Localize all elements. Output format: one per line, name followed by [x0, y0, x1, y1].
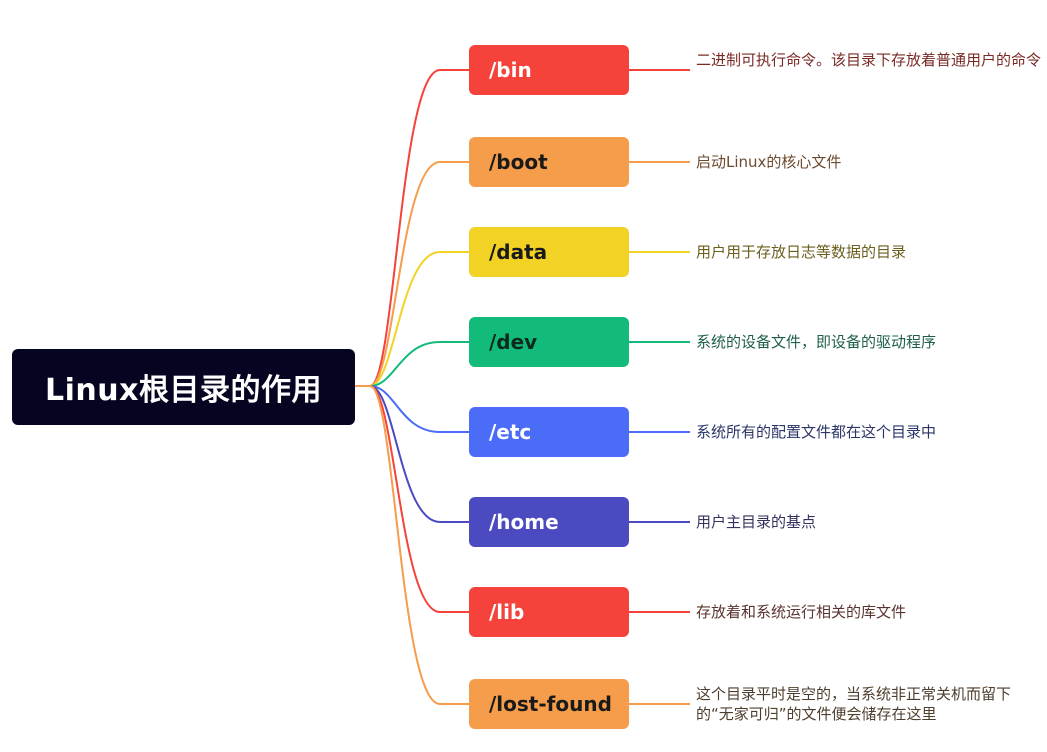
branch-node[interactable]: /etc — [469, 407, 629, 457]
branch-node[interactable]: /dev — [469, 317, 629, 367]
branch-label: /dev — [489, 330, 538, 354]
branch-label: /etc — [489, 420, 532, 444]
branch-description: 用户主目录的基点 — [696, 513, 817, 531]
branch-description: 系统的设备文件，即设备的驱动程序 — [696, 333, 937, 351]
branch-description: 启动Linux的核心文件 — [696, 153, 842, 171]
branch-description: 这个目录平时是空的，当系统非正常关机而留下的“无家可归”的文件便会储存在这里 — [696, 685, 1012, 723]
branch-node[interactable]: /lost-found — [469, 679, 629, 729]
branch-description: 存放着和系统运行相关的库文件 — [696, 603, 907, 621]
branch-label: /boot — [489, 150, 548, 174]
branch-description: 系统所有的配置文件都在这个目录中 — [696, 423, 937, 441]
branch-label: /lib — [489, 600, 525, 624]
branch-description: 二进制可执行命令。该目录下存放着普通用户的命令 — [696, 51, 1042, 69]
branch-label: /data — [489, 240, 548, 264]
branch-label: /lost-found — [489, 692, 612, 716]
branch-node[interactable]: /lib — [469, 587, 629, 637]
root-node[interactable]: Linux根目录的作用 — [12, 349, 355, 425]
root-title: Linux根目录的作用 — [45, 373, 322, 408]
branch-node[interactable]: /data — [469, 227, 629, 277]
branch-node[interactable]: /bin — [469, 45, 629, 95]
branch-label: /home — [489, 510, 559, 534]
branch-node[interactable]: /home — [469, 497, 629, 547]
branch-label: /bin — [489, 58, 532, 82]
branch-node[interactable]: /boot — [469, 137, 629, 187]
branch-description: 用户用于存放日志等数据的目录 — [696, 243, 907, 261]
